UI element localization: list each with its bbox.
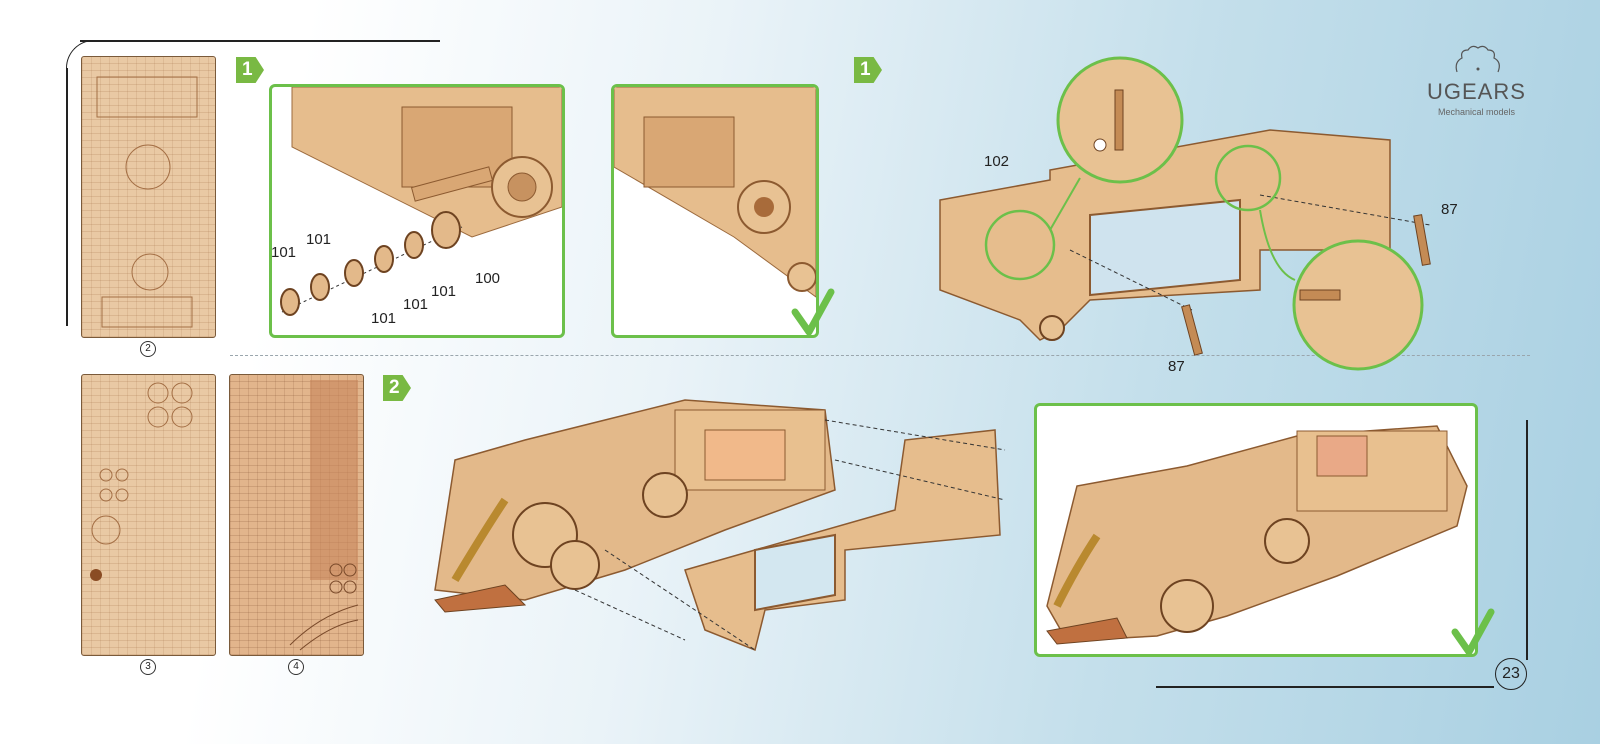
part-label-101: 101 [306, 231, 332, 248]
section-divider [230, 355, 1530, 356]
part-label-87: 87 [1168, 358, 1185, 375]
sheet-parts-outline [90, 382, 193, 581]
step-marker-1-left: 1 [236, 57, 264, 83]
part-label-101: 101 [403, 296, 429, 313]
sheet-number-3: 3 [140, 659, 156, 675]
part-label-102: 102 [984, 153, 1010, 170]
part-label-87: 87 [1441, 201, 1458, 218]
plywood-sheet-2 [81, 56, 216, 338]
plywood-sheet-4 [229, 374, 364, 656]
plywood-sheet-3 [81, 374, 216, 656]
detail-panel-washers [269, 84, 565, 338]
check-mark-icon [791, 288, 835, 336]
bottom-right-frame-line [1156, 686, 1494, 688]
step-marker-1-right: 1 [854, 57, 882, 83]
left-frame-line [66, 68, 68, 326]
assembled-locomotive-illustration [1046, 425, 1468, 645]
part-label-101: 101 [271, 244, 297, 261]
top-left-frame-line [80, 40, 440, 42]
brand-name: UGEARS [1427, 79, 1526, 104]
gear-logo-icon [1455, 45, 1500, 73]
detail-panel-result [611, 84, 819, 338]
page-number: 23 [1495, 658, 1527, 690]
sheet-number-2: 2 [140, 341, 156, 357]
sheet-parts-outline [96, 76, 198, 328]
brand-tagline: Mechanical models [1438, 107, 1516, 117]
part-label-101: 101 [371, 310, 397, 327]
part-label-100: 100 [475, 270, 501, 287]
assembled-axle-illustration [614, 87, 816, 298]
step-marker-2: 2 [383, 375, 411, 401]
locomotive-exploded-illustration [434, 399, 1006, 652]
result-panel-step-2 [1034, 403, 1478, 657]
sheet-number-4: 4 [288, 659, 304, 675]
part-label-101: 101 [431, 283, 457, 300]
side-panel-illustration [939, 56, 1431, 371]
sheet-parts-outline [289, 380, 359, 651]
check-mark-icon [1451, 608, 1495, 656]
right-frame-line [1526, 420, 1528, 660]
chassis-axle-illustration [280, 87, 562, 316]
